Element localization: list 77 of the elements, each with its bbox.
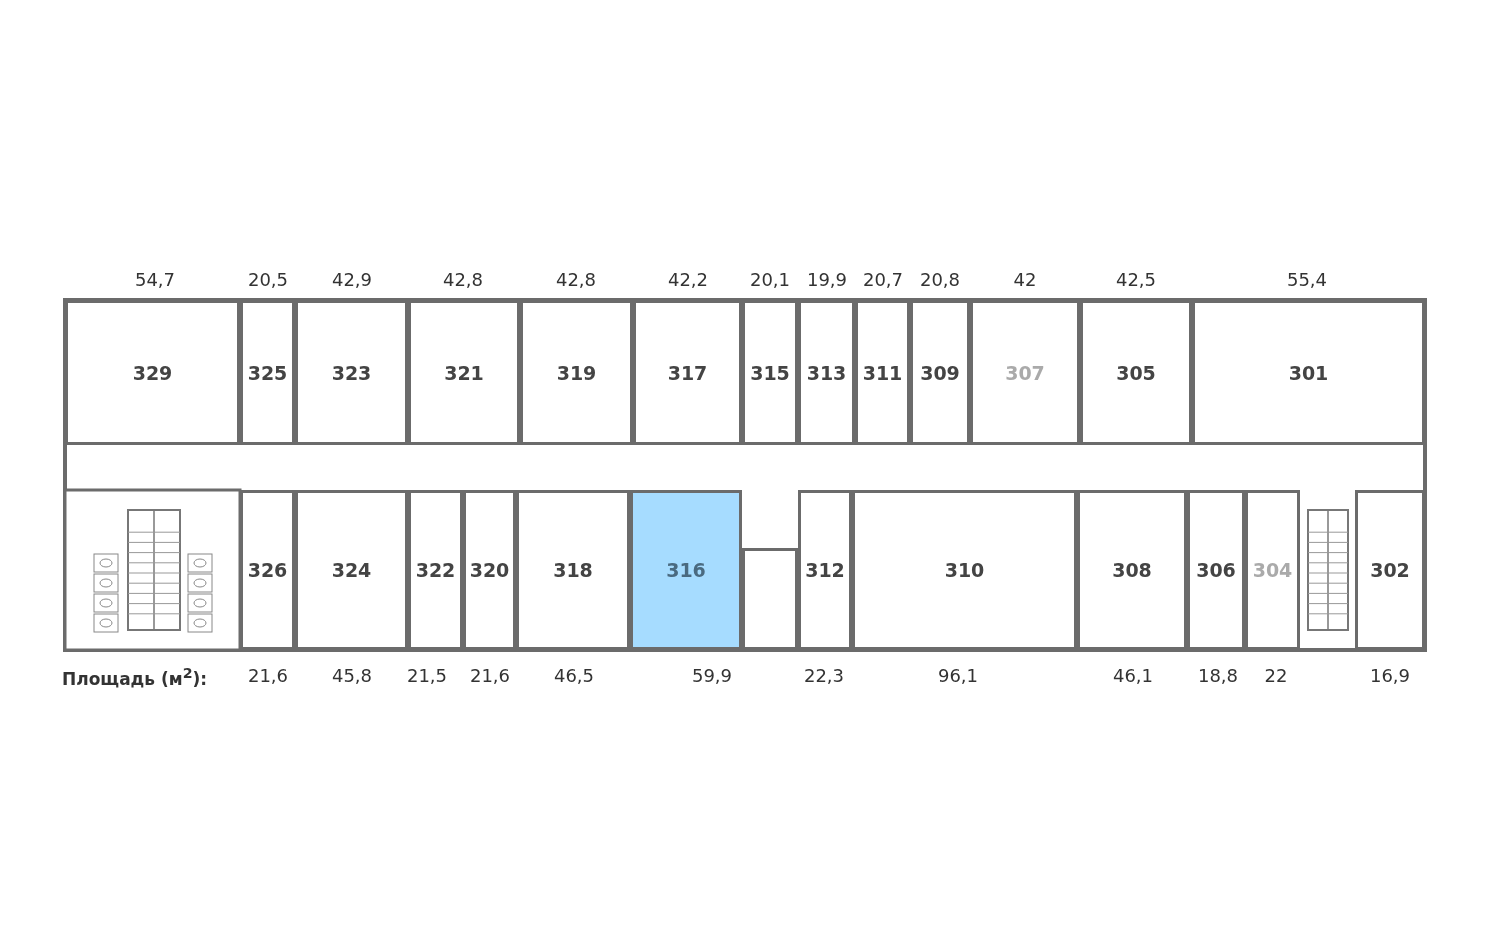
area-value: 21,6 <box>469 665 511 686</box>
room-number: 308 <box>1112 559 1152 581</box>
area-value: 42,2 <box>667 269 709 290</box>
room-number: 309 <box>920 361 960 384</box>
room <box>742 300 798 445</box>
area-value: 22 <box>1264 665 1288 686</box>
room-number: 304 <box>1252 559 1293 581</box>
area-caption: Площадь (м$^{2}$): <box>62 665 208 689</box>
room <box>970 300 1080 445</box>
room-number: 307 <box>1005 361 1045 384</box>
room-number: 323 <box>331 361 372 384</box>
area-value: 16,9 <box>1369 665 1411 686</box>
room <box>1245 490 1300 650</box>
room <box>852 490 1077 650</box>
room <box>408 490 463 650</box>
room <box>520 300 633 445</box>
room <box>463 490 516 650</box>
room <box>1077 490 1187 650</box>
room <box>240 490 295 650</box>
room <box>240 300 295 445</box>
room-number: 306 <box>1196 559 1236 581</box>
area-value: 19,9 <box>806 269 848 290</box>
room-number: 315 <box>750 361 790 384</box>
area-value: 42,8 <box>442 269 484 290</box>
room-number: 310 <box>944 559 985 581</box>
area-value: 42,8 <box>555 269 597 290</box>
room <box>910 300 970 445</box>
room <box>1192 300 1425 445</box>
room <box>408 300 520 445</box>
area-value: 59,9 <box>691 665 733 686</box>
room-number: 313 <box>806 361 847 384</box>
area-value: 20,1 <box>749 269 791 290</box>
room-number: 311 <box>862 361 903 384</box>
area-value: 42,9 <box>331 269 373 290</box>
room-number: 316 <box>666 559 706 581</box>
area-value: 20,8 <box>919 269 961 290</box>
room <box>295 300 408 445</box>
room-number: 301 <box>1288 361 1329 384</box>
area-value: 46,5 <box>553 665 595 686</box>
room-number: 318 <box>553 559 593 581</box>
area-value: 21,6 <box>247 665 289 686</box>
room-number: 329 <box>132 361 173 384</box>
room <box>798 490 852 650</box>
room <box>855 300 910 445</box>
room-number: 326 <box>247 559 288 581</box>
room-number: 324 <box>331 559 372 581</box>
room <box>295 490 408 650</box>
room-number: 305 <box>1116 361 1156 384</box>
room <box>516 490 630 650</box>
room <box>65 300 240 445</box>
room <box>630 490 742 650</box>
area-value: 18,8 <box>1197 665 1239 686</box>
area-value: 45,8 <box>331 665 373 686</box>
area-value: 46,1 <box>1112 665 1154 686</box>
utility-room <box>742 548 798 650</box>
room-number: 320 <box>469 559 510 581</box>
area-value: 22,3 <box>803 665 845 686</box>
room <box>633 300 742 445</box>
area-value: 20,7 <box>862 269 904 290</box>
room-number: 325 <box>247 361 288 384</box>
area-value: 96,1 <box>937 665 979 686</box>
room <box>1187 490 1245 650</box>
room <box>798 300 855 445</box>
area-value: 42,5 <box>1115 269 1157 290</box>
area-value: 54,7 <box>134 269 176 290</box>
area-value: 55,4 <box>1286 269 1328 290</box>
room <box>1355 490 1425 650</box>
room-number: 302 <box>1370 559 1410 581</box>
room <box>1080 300 1192 445</box>
area-value: 42 <box>1013 269 1037 290</box>
room-number: 312 <box>805 559 845 581</box>
room-number: 322 <box>415 559 456 581</box>
area-value: 21,5 <box>406 665 448 686</box>
room-number: 321 <box>444 361 484 384</box>
room-number: 319 <box>556 361 597 384</box>
area-value: 20,5 <box>247 269 289 290</box>
room-number: 317 <box>667 361 708 384</box>
